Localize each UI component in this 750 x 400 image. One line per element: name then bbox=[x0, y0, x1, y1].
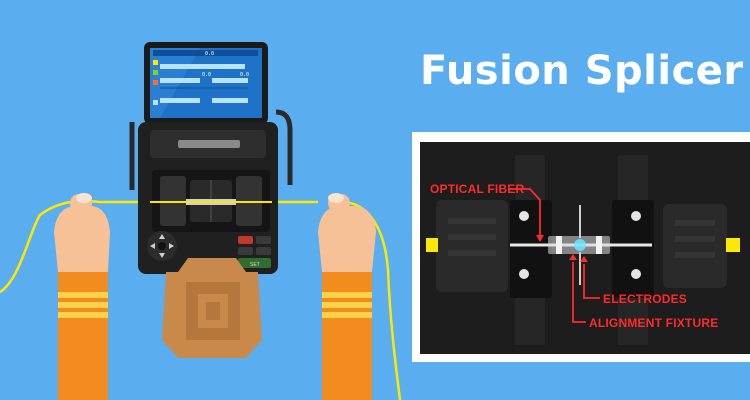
screen-right-readout: 0.0 bbox=[240, 72, 249, 78]
screen-icon-2 bbox=[153, 70, 158, 75]
fiber-prep-pad bbox=[162, 258, 262, 358]
screen-icon-1 bbox=[153, 60, 158, 65]
right-handle bbox=[275, 109, 293, 185]
screen-icon-4 bbox=[153, 100, 158, 105]
detail-left-clamp bbox=[436, 200, 508, 292]
right-hand bbox=[318, 193, 376, 400]
left-hand bbox=[54, 193, 110, 400]
screen-top-readout: 0.0 bbox=[205, 51, 214, 57]
arrow-left-icon[interactable] bbox=[150, 243, 155, 249]
screen-mid-readout: 0.0 bbox=[202, 72, 211, 78]
button-heat[interactable] bbox=[238, 247, 253, 255]
detail-fiber-left bbox=[426, 238, 438, 252]
screen-icon-3 bbox=[153, 80, 158, 85]
screw-4 bbox=[631, 269, 641, 279]
monitor-screen: 0.0 0.0 0.0 bbox=[150, 48, 262, 118]
left-sleeve bbox=[58, 270, 108, 400]
navigation-pad[interactable] bbox=[147, 231, 177, 261]
heater-window bbox=[178, 140, 240, 148]
label-alignment-fixture: ALIGNMENT FIXTURE bbox=[589, 316, 719, 330]
right-sleeve bbox=[322, 270, 372, 400]
set-button[interactable] bbox=[238, 258, 271, 268]
leader-lines bbox=[508, 188, 600, 323]
arrow-up-icon[interactable] bbox=[159, 234, 165, 239]
button-func[interactable] bbox=[256, 236, 271, 244]
fusion-splicer-device: 0.0 0.0 0.0 bbox=[129, 42, 293, 358]
button-arc[interactable] bbox=[256, 247, 271, 255]
set-button-label: SET bbox=[250, 262, 260, 268]
screw-3 bbox=[631, 211, 641, 221]
arrow-right-icon[interactable] bbox=[169, 243, 174, 249]
label-optical-fiber: OPTICAL FIBER bbox=[430, 182, 525, 196]
detail-fiber-right bbox=[726, 238, 740, 252]
screw-2 bbox=[519, 269, 529, 279]
arc-glow bbox=[574, 239, 586, 251]
detail-right-clamp bbox=[663, 204, 727, 288]
keypad: SET bbox=[238, 236, 271, 268]
label-electrodes: ELECTRODES bbox=[603, 292, 688, 306]
detail-panel bbox=[412, 132, 750, 362]
arrow-down-icon[interactable] bbox=[159, 253, 165, 258]
screw-1 bbox=[519, 211, 529, 221]
page-title: Fusion Splicer bbox=[420, 48, 744, 94]
button-reset[interactable] bbox=[238, 236, 253, 244]
